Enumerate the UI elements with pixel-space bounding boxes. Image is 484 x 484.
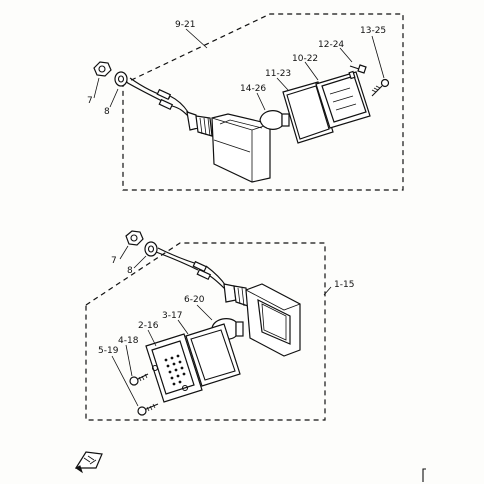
upper-lens-part <box>304 61 371 129</box>
wire-leads <box>125 77 189 117</box>
label-upper-washer: 12-24 <box>318 40 344 50</box>
lock-washer-part <box>133 241 158 269</box>
corner-logo-mark <box>74 451 103 474</box>
upper-flasher-assembly <box>93 13 404 191</box>
lock-washer-part <box>109 71 128 108</box>
page-corner-mark <box>422 468 426 482</box>
label-lower-lock-washer: 8 <box>127 266 133 276</box>
label-lower-bulb: 6-20 <box>184 295 205 305</box>
label-lower-gasket: 3-17 <box>162 311 182 321</box>
lower-gasket-part <box>177 319 241 387</box>
label-upper-lock-washer: 8 <box>104 107 110 117</box>
upper-assembly-boundary <box>122 13 404 191</box>
nut-part <box>119 230 144 260</box>
label-lower-lens-screw: 4-18 <box>118 336 139 346</box>
label-upper-nut: 7 <box>87 96 93 106</box>
label-lower-nut: 7 <box>111 256 117 266</box>
label-lower-assembly: 1-15 <box>334 280 354 290</box>
lower-assembly-boundary <box>85 242 326 421</box>
lower-flasher-assembly <box>85 230 332 421</box>
upper-bulb-part <box>256 92 290 130</box>
label-upper-lens: 10-22 <box>292 54 318 64</box>
label-lower-lens: 2-16 <box>138 321 159 331</box>
nut-part <box>93 61 112 99</box>
lens-screw-part <box>125 344 149 386</box>
lower-housing-body <box>223 283 301 357</box>
label-upper-screw: 13-25 <box>360 26 386 36</box>
label-upper-bulb: 14-26 <box>240 84 266 94</box>
lower-lens-part <box>145 329 203 403</box>
label-lower-screw: 5-19 <box>98 346 119 356</box>
label-upper-gasket: 11-23 <box>265 69 291 79</box>
wire-leads <box>155 247 227 291</box>
label-upper-assembly: 9-21 <box>175 20 195 30</box>
upper-washer-screw <box>339 47 367 74</box>
upper-housing-body <box>186 111 271 183</box>
upper-screw-part <box>371 35 390 97</box>
screw-part <box>111 355 159 416</box>
